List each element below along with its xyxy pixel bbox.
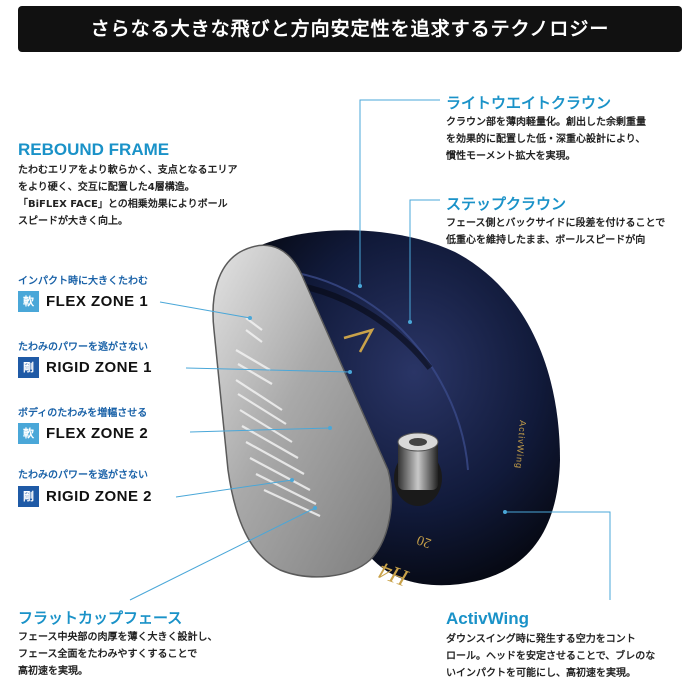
zone-caption: たわみのパワーを逃がさない [18, 342, 148, 353]
rigid-badge: 剛 [18, 356, 39, 378]
zone-label: RIGID ZONE 1 [46, 358, 153, 376]
rebound-frame-desc: たわむエリアをより軟らかく、支点となるエリア をより硬く、交互に配置した4層構造… [18, 165, 238, 227]
zone-caption: たわみのパワーを逃がさない [18, 470, 148, 481]
leader-line-flat-cup [129, 507, 316, 601]
rigid-zone-1: 剛 RIGID ZONE 1 [18, 356, 152, 378]
leader-line-rigid2 [175, 479, 293, 498]
club-face [212, 244, 393, 578]
leader-dots [248, 284, 507, 514]
leader-line-activwing [505, 511, 611, 600]
flex-zone-1: 軟 FLEX ZONE 1 [18, 290, 148, 312]
sole-accent-mark [343, 327, 375, 353]
zone-label: FLEX ZONE 1 [46, 292, 149, 310]
soft-badge: 軟 [18, 422, 39, 444]
zone-label: FLEX ZONE 2 [46, 424, 149, 442]
leader-lines [129, 99, 611, 601]
soft-badge: 軟 [18, 290, 39, 312]
flat-cup-face-title: フラットカップフェース [18, 610, 183, 627]
activwing-desc: ダウンスイング時に発生する空力をコント ロール。ヘッドを安定させることで、ブレの… [446, 634, 656, 679]
leader-line-step-crown [409, 199, 440, 322]
lightweight-crown-desc: クラウン部を薄肉軽量化。創出した余剰重量 を効果的に配置した低・深重心設計により… [446, 117, 646, 162]
sole-brand-text: ActivWing [514, 420, 528, 470]
activwing-title: ActivWing [446, 609, 529, 628]
rigid-badge: 剛 [18, 485, 39, 507]
hosel [398, 440, 438, 490]
leader-line-flex2 [189, 427, 331, 433]
flat-cup-face-desc: フェース中央部の肉厚を薄く大きく設計し、 フェース全面をたわみやすくすることで … [18, 632, 218, 677]
leader-line-rigid1 [185, 367, 351, 373]
step-crown-ridge [257, 268, 469, 471]
step-crown-title: ステップクラウン [446, 196, 567, 213]
face-grooves [235, 317, 321, 517]
loft-text: 20 [415, 531, 433, 550]
zone-label: RIGID ZONE 2 [46, 487, 153, 505]
banner-title: さらなる大きな飛びと方向安定性を追求するテクノロジー [18, 6, 682, 52]
zone-caption: インパクト時に大きくたわむ [18, 276, 148, 287]
rigid-zone-2: 剛 RIGID ZONE 2 [18, 485, 152, 507]
flex-zone-2: 軟 FLEX ZONE 2 [18, 422, 148, 444]
lightweight-crown-title: ライトウエイトクラウン [446, 95, 612, 112]
rebound-frame-title: REBOUND FRAME [18, 140, 170, 159]
leader-line-lightweight [359, 99, 440, 286]
leader-line-flex1 [159, 301, 251, 319]
zone-caption: ボディのたわみを増幅させる [18, 408, 148, 419]
